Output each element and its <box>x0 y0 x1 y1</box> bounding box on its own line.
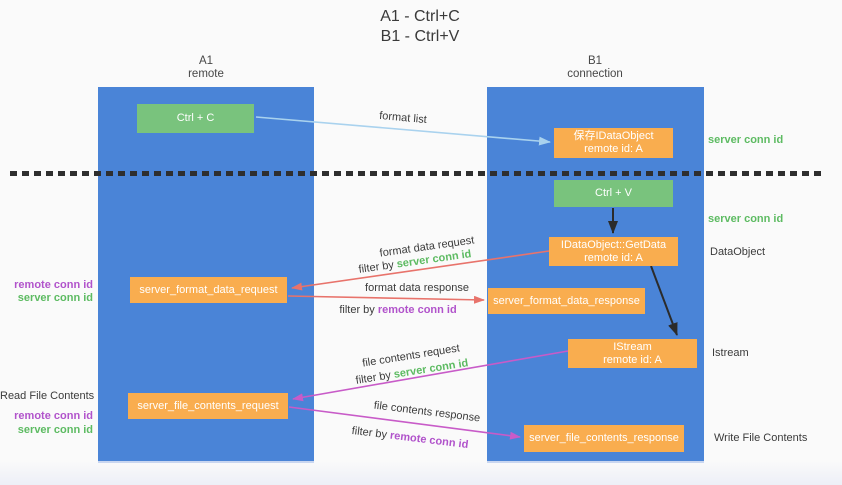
getdata-line2: remote id: A <box>584 251 643 264</box>
format-data-response-arrow <box>287 295 485 304</box>
label-read-file-contents: Read File Contents <box>0 390 95 402</box>
server-file-contents-request-label: server_file_contents_request <box>137 399 279 412</box>
title-line-2: B1 - Ctrl+V <box>380 28 460 45</box>
label-server-conn-id-left-1: server conn id <box>17 292 93 304</box>
label-server-conn-id-top: server conn id <box>708 134 784 146</box>
server-format-data-request-label: server_format_data_request <box>139 283 278 296</box>
column-a1-subtitle: remote <box>188 68 224 80</box>
node-server-format-data-response: server_format_data_response <box>488 288 645 314</box>
label-istream: Istream <box>712 347 749 359</box>
node-istream: IStream remote id: A <box>568 339 697 368</box>
label-server-conn-id-mid: server conn id <box>708 213 784 225</box>
filter-by-text: filter by <box>339 304 378 316</box>
node-ctrl-v: Ctrl + V <box>554 180 673 207</box>
filter-by-text: filter by <box>357 258 398 276</box>
filter-by-text: filter by <box>354 368 395 387</box>
dotted-divider <box>10 171 823 176</box>
header-a1: A1 remote <box>136 55 276 81</box>
label-format-data-response: format data response <box>365 282 469 294</box>
label-remote-conn-id-left-1: remote conn id <box>14 279 93 291</box>
column-a1-name: A1 <box>198 55 214 67</box>
save-idataobject-line1: 保存IDataObject <box>573 130 654 142</box>
label-filter-remote-conn-id-1: filter by remote conn id <box>339 304 456 316</box>
remote-conn-id-text: remote conn id <box>389 429 469 452</box>
istream-line2: remote id: A <box>603 353 662 366</box>
ctrl-c-label: Ctrl + C <box>176 112 215 124</box>
save-idataobject-line2: remote id: A <box>584 143 643 155</box>
node-ctrl-c: Ctrl + C <box>137 104 254 133</box>
node-save-idataobject: 保存IDataObject remote id: A <box>554 128 673 158</box>
column-b1-name: B1 <box>587 55 603 67</box>
filter-by-text: filter by <box>351 424 391 442</box>
server-file-contents-response-label: server_file_contents_response <box>529 432 679 444</box>
column-b1-subtitle: connection <box>567 68 623 80</box>
label-remote-conn-id-left-2: remote conn id <box>14 410 93 422</box>
node-server-file-contents-request: server_file_contents_request <box>128 393 288 419</box>
istream-line1: IStream <box>613 340 652 353</box>
server-format-data-response-label: server_format_data_response <box>493 294 640 307</box>
label-server-conn-id-left-2: server conn id <box>17 424 93 436</box>
label-file-contents-response: file contents response <box>373 399 481 425</box>
ctrl-v-label: Ctrl + V <box>595 187 632 199</box>
label-dataobject: DataObject <box>710 246 766 258</box>
getdata-line1: IDataObject::GetData <box>560 238 667 251</box>
node-idataobject-getdata: IDataObject::GetData remote id: A <box>549 237 678 266</box>
label-write-file-contents: Write File Contents <box>714 432 808 444</box>
remote-conn-id-text: remote conn id <box>377 304 457 316</box>
label-filter-remote-conn-id-2: filter by remote conn id <box>351 425 469 451</box>
title-line-1: A1 - Ctrl+C <box>380 8 460 25</box>
node-server-format-data-request: server_format_data_request <box>130 277 287 303</box>
label-format-list: format list <box>378 109 428 127</box>
node-server-file-contents-response: server_file_contents_response <box>524 425 684 452</box>
page-title: A1 - Ctrl+C B1 - Ctrl+V <box>310 7 530 47</box>
header-b1: B1 connection <box>525 55 665 81</box>
